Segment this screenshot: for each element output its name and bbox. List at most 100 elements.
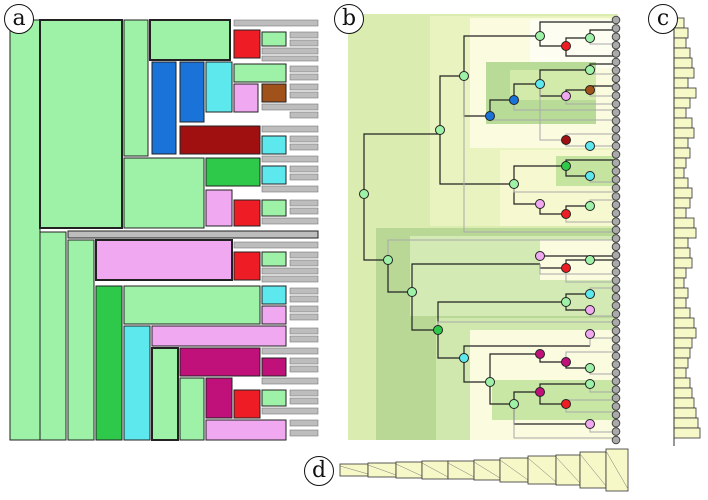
tree-leaf-node [611,225,621,235]
icicle-box-diagonal [555,456,581,484]
icicle-box-diagonal [395,463,423,477]
icicle-bar [673,417,699,429]
tree-leaf-node [611,242,621,252]
icicle-bar [673,227,697,239]
tree-leaf-node [611,166,621,176]
icicle-bar [673,377,691,389]
treemap-pink-wide [151,325,287,347]
treemap-divider [67,230,319,239]
tree-leaf-node [611,427,621,436]
icicle-bar [673,297,687,309]
icicle-panel-d [339,448,629,492]
treemap-green-small-4 [261,389,287,407]
icicle-bar [673,257,693,269]
icicle-box-diagonal [579,453,607,487]
treemap-magenta-small [261,357,287,377]
treemap-col [123,19,149,157]
icicle-bar [673,127,695,139]
icicle-bar [673,107,687,119]
treemap-green-vert-2 [151,347,179,441]
tree-leaf-node [611,435,621,445]
treemap-green [233,63,287,83]
tree-leaf-node [611,57,621,67]
tree-leaf-node [611,301,621,310]
tree-leaf-node [611,74,621,84]
tree-leaf-node [611,326,621,336]
tree-panel-b [348,14,618,440]
icicle-bar [673,307,691,319]
treemap-lower-col-2 [67,239,95,441]
tree-leaf-node [611,376,621,386]
treemap-pink [233,83,259,113]
tree-leaf-node [611,402,621,411]
tree-leaf-node [611,66,621,75]
icicle-box-diagonal [447,462,475,478]
tree-leaf-node [611,410,621,420]
tree-leaf-node [611,267,621,277]
treemap-red-2 [233,199,261,227]
tree-leaf-node [611,200,621,210]
treemap-blue-1 [151,61,177,155]
treemap-red [233,29,261,59]
icicle-bar [673,57,693,69]
tree-leaf-node [611,217,621,226]
icicle-bar [673,367,687,379]
tree-leaf-node [611,334,621,344]
icicle-bar [673,117,693,129]
tree-leaf-node [611,40,621,50]
treemap-red-3 [233,251,261,281]
tree-leaf-node [611,91,621,100]
treemap-block [149,19,231,61]
icicle-bar [673,157,687,169]
treemap-pink-2 [205,189,233,227]
tree-leaf-node [611,360,621,369]
icicle-bar [673,67,695,79]
treemap-green-small-3 [261,251,287,267]
tree-leaf-node [611,108,621,117]
icicle-box-diagonal [527,457,557,483]
tree-leaf-nodes [611,15,621,445]
tree-leaf-node [611,368,621,378]
icicle-bar [673,327,697,339]
tree-leaf-node [611,82,621,92]
panel-label-d: d [304,456,334,486]
icicle-panel-c [673,17,701,439]
treemap-cyan-vert [123,325,151,441]
treemap-cyan-3 [261,285,287,305]
icicle-bar [673,337,693,349]
tree-leaf-node [611,32,621,42]
treemap-green-small [261,31,287,47]
tree-leaf-node [611,24,621,33]
icicle-bar [673,187,693,199]
tree-leaf-node [611,124,621,134]
tree-leaf-node [611,15,621,25]
tree-leaf-node [611,141,621,151]
tree-leaf-node [611,284,621,294]
treemap-green-vert-3 [179,377,205,441]
treemap-blue-2 [179,61,205,123]
tree-leaf-node [611,259,621,268]
icicle-bar [673,147,691,159]
icicle-bar [673,77,689,89]
treemap-root-left [9,19,41,441]
treemap-panel-a [9,19,319,441]
treemap-darkred [179,125,261,155]
panel-label-b: b [334,4,364,34]
treemap-cyan [205,61,233,113]
tree-leaf-node [611,133,621,142]
icicle-box-diagonal [605,450,629,490]
tree-leaf-node [611,192,621,201]
panel-label-c: c [648,4,678,34]
tree-leaf-node [611,158,621,168]
treemap-cyan-small [261,135,287,155]
icicle-box-diagonal [339,465,369,475]
treemap-leaf-bars [233,19,319,437]
icicle-bar [673,277,685,289]
tree-leaf-node [611,351,621,361]
treemap-green-small-2 [261,199,287,217]
tree-leaf-node [611,318,621,327]
tree-leaf-node [611,49,621,58]
icicle-box-diagonal [421,462,449,478]
tree-leaf-node [611,276,621,285]
